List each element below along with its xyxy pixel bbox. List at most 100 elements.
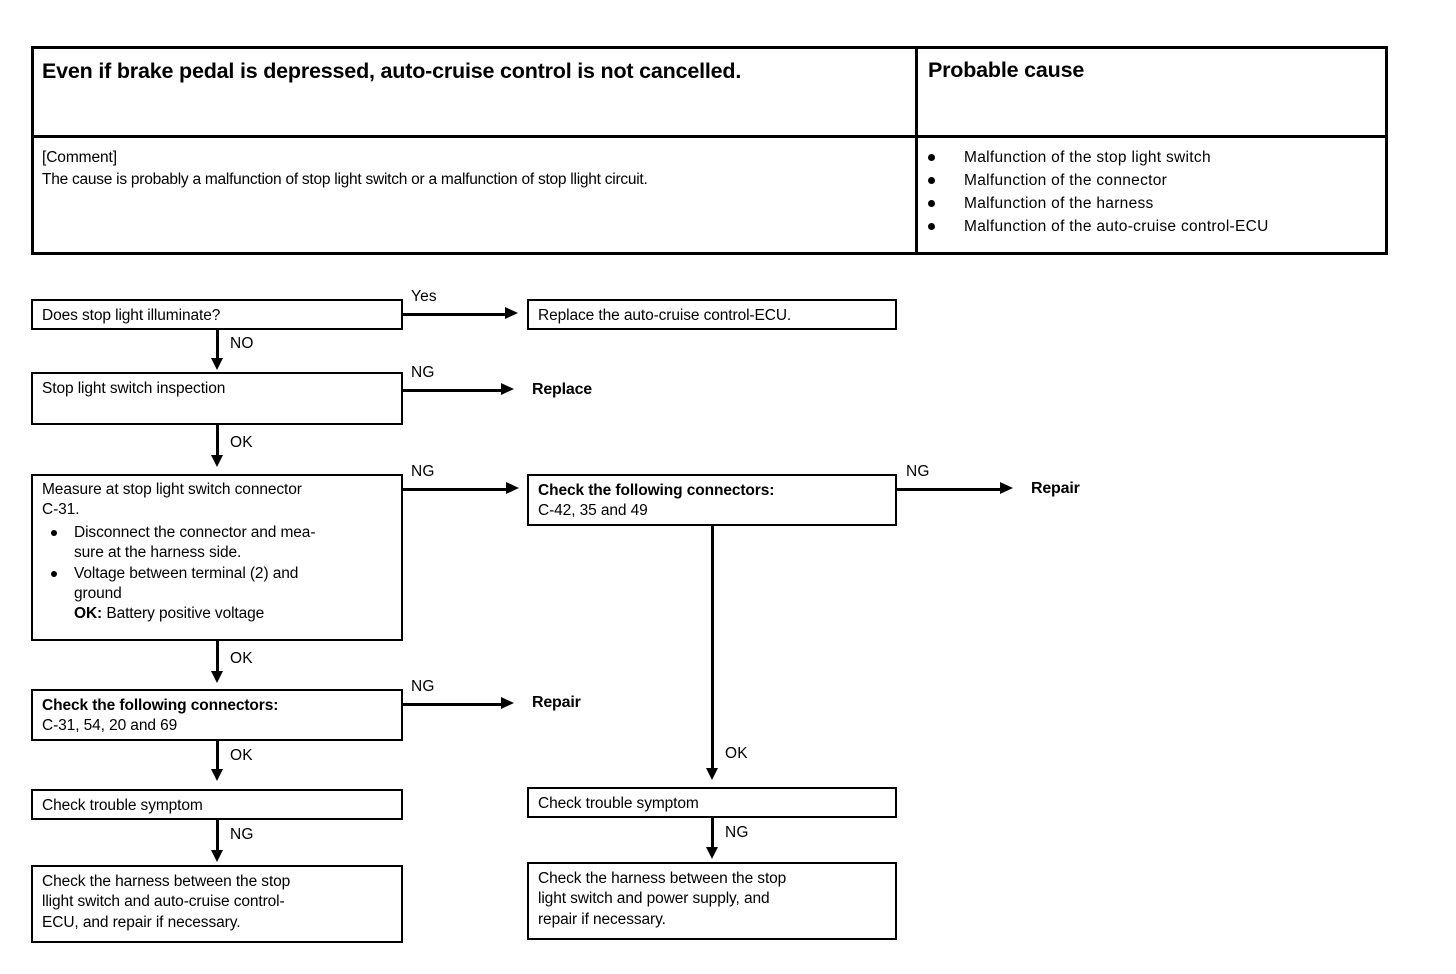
cause-text: Malfunction of the harness — [964, 194, 1154, 212]
edge-ng-right-connectors-line — [897, 488, 1003, 491]
probable-cause-cell: Malfunction of the stop light switch Mal… — [918, 138, 1385, 252]
edge-ng-left-connectors-line — [403, 703, 505, 706]
flow-node-stop-light-switch-inspection: Stop light switch inspection — [31, 372, 403, 425]
bullet-icon — [928, 222, 935, 230]
flow-terminal-repair-right: Repair — [1031, 480, 1080, 497]
measure-step-1-line-1: Disconnect the connector and mea- — [74, 523, 316, 541]
edge-ng-measure-arrowhead — [506, 482, 519, 494]
node-text: Replace the auto-cruise control-ECU. — [538, 307, 792, 324]
edge-label-ng-inspection: NG — [411, 364, 435, 381]
comment-text: The cause is probably a malfunction of s… — [42, 171, 648, 188]
edge-label-ok-right-branch: OK — [725, 745, 748, 762]
edge-ng-symptom-right-arrowhead — [706, 847, 718, 859]
probable-cause-heading: Probable cause — [928, 58, 1085, 82]
ok-value: Battery positive voltage — [106, 605, 265, 623]
edge-label-ok-left-connectors: OK — [230, 747, 253, 764]
bullet-icon — [928, 154, 935, 161]
edge-label-no: NO — [230, 335, 254, 352]
connectors-right-heading: Check the following connectors: — [538, 482, 775, 499]
flow-node-does-stop-light-illuminate: Does stop light illuminate? — [31, 299, 403, 330]
flow-node-check-harness-right: Check the harness between the stop light… — [527, 862, 897, 940]
edge-ng-symptom-left-line — [216, 820, 219, 854]
list-item: Disconnect the connector and mea- sure a… — [42, 523, 392, 563]
bullet-icon — [928, 199, 935, 207]
edge-label-ok-measure: OK — [230, 650, 253, 667]
node-text: Does stop light illuminate? — [42, 307, 221, 324]
ok-label: OK: — [74, 605, 103, 623]
edge-ok-right-branch-line — [711, 526, 714, 772]
edge-no-arrowhead — [211, 358, 223, 370]
flow-node-replace-ecu: Replace the auto-cruise control-ECU. — [527, 299, 897, 330]
harness-left-line-1: Check the harness between the stop — [42, 873, 291, 890]
edge-label-ok-inspection: OK — [230, 434, 253, 451]
measure-step-2-line-1: Voltage between terminal (2) and — [74, 565, 299, 583]
flow-node-measure-at-connector: Measure at stop light switch connector C… — [31, 474, 403, 641]
edge-label-ng-left-connectors: NG — [411, 678, 435, 695]
harness-right-line-3: repair if necessary. — [538, 910, 666, 928]
list-item: Malfunction of the auto-cruise control-E… — [928, 216, 1377, 239]
flow-terminal-replace: Replace — [532, 381, 592, 398]
list-item: Malfunction of the connector — [928, 170, 1377, 193]
edge-ng-inspection-arrowhead — [501, 383, 514, 395]
edge-ok-measure-arrowhead — [211, 671, 223, 683]
list-item: Malfunction of the harness — [928, 193, 1377, 216]
edge-label-ng-symptom-right: NG — [725, 824, 749, 841]
edge-ng-left-connectors-arrowhead — [501, 697, 514, 709]
symptom-title-cell: Even if brake pedal is depressed, auto-c… — [34, 49, 918, 135]
edge-ok-inspection-arrowhead — [211, 455, 223, 467]
bullet-icon — [51, 529, 57, 536]
bullet-icon — [51, 571, 57, 578]
edge-ng-symptom-right-line — [711, 818, 714, 851]
list-item: Voltage between terminal (2) and ground … — [42, 564, 392, 624]
flow-node-check-connectors-right: Check the following connectors: C-42, 35… — [527, 474, 897, 526]
cause-text: Malfunction of the connector — [964, 171, 1168, 189]
flow-node-check-connectors-left: Check the following connectors: C-31, 54… — [31, 689, 403, 741]
probable-cause-list: Malfunction of the stop light switch Mal… — [928, 147, 1377, 239]
flow-node-check-trouble-symptom-right: Check trouble symptom — [527, 787, 897, 818]
comment-cell: [Comment] The cause is probably a malfun… — [34, 138, 918, 252]
measure-title-line-1: Measure at stop light switch connector — [42, 481, 302, 498]
list-item: Malfunction of the stop light switch — [928, 147, 1377, 170]
node-text-bold: Check the following connectors: — [538, 481, 886, 501]
cause-text: Malfunction of the auto-cruise control-E… — [964, 217, 1269, 235]
edge-ok-measure-line — [216, 641, 219, 675]
connectors-left-values: C-31, 54, 20 and 69 — [42, 717, 178, 735]
harness-left-line-3: ECU, and repair if necessary. — [42, 913, 241, 931]
edge-ok-left-connectors-arrowhead — [211, 769, 223, 781]
edge-yes-line — [403, 313, 507, 316]
edge-ng-symptom-left-arrowhead — [211, 850, 223, 862]
flow-terminal-repair-left: Repair — [532, 694, 581, 711]
symptom-table: Even if brake pedal is depressed, auto-c… — [31, 46, 1388, 255]
edge-ok-right-branch-arrowhead — [706, 768, 718, 780]
edge-ng-inspection-line — [403, 389, 505, 392]
measure-title-line-2: C-31. — [42, 501, 80, 519]
node-text-bold: Check the following connectors: — [42, 696, 392, 716]
edge-label-yes: Yes — [411, 288, 437, 305]
edge-label-ng-right-connectors: NG — [906, 463, 930, 480]
comment-heading: [Comment] — [42, 149, 117, 166]
cause-text: Malfunction of the stop light switch — [964, 149, 1211, 166]
measure-steps-list: Disconnect the connector and mea- sure a… — [42, 523, 392, 625]
harness-left-line-2: llight switch and auto-cruise control- — [42, 893, 285, 911]
edge-label-ng-symptom-left: NG — [230, 826, 254, 843]
node-text: Check trouble symptom — [42, 797, 203, 814]
edge-ok-inspection-line — [216, 425, 219, 459]
edge-label-ng-measure: NG — [411, 463, 435, 480]
flow-node-check-harness-left: Check the harness between the stop lligh… — [31, 865, 403, 943]
table-body-row: [Comment] The cause is probably a malfun… — [34, 138, 1385, 252]
edge-yes-arrowhead — [505, 307, 518, 319]
probable-cause-title-cell: Probable cause — [918, 49, 1385, 135]
node-text: Stop light switch inspection — [42, 380, 226, 397]
harness-right-line-2: light switch and power supply, and — [538, 890, 770, 908]
node-text: Check trouble symptom — [538, 795, 699, 812]
edge-ng-right-connectors-arrowhead — [1000, 482, 1013, 494]
edge-ok-left-connectors-line — [216, 741, 219, 773]
connectors-right-values: C-42, 35 and 49 — [538, 502, 648, 520]
measure-step-2-line-2: ground — [74, 585, 122, 603]
harness-right-line-1: Check the harness between the stop — [538, 870, 787, 887]
bullet-icon — [928, 176, 935, 184]
edge-no-line — [216, 330, 219, 362]
connectors-left-heading: Check the following connectors: — [42, 697, 279, 714]
measure-step-2-result: OK: Battery positive voltage — [74, 604, 392, 624]
